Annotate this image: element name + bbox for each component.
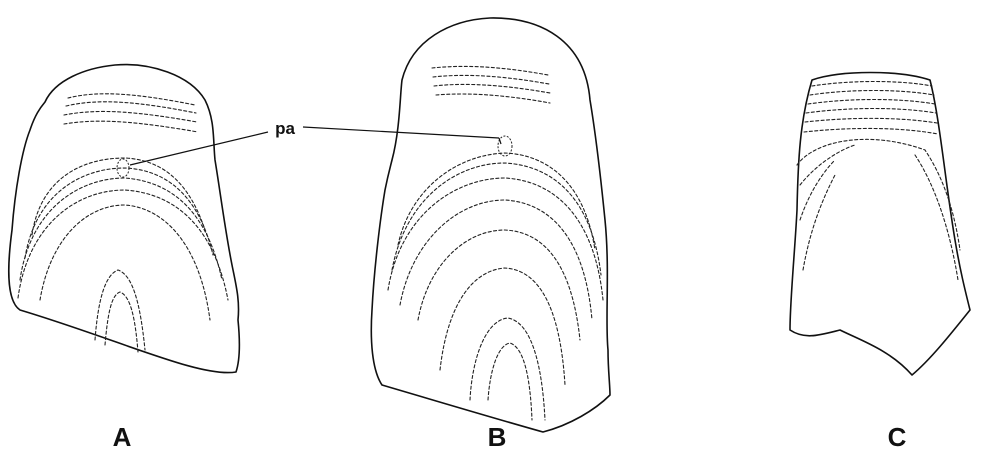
specimen-b-striation xyxy=(434,84,550,93)
specimen-c-striation xyxy=(812,82,932,87)
panel-label-a: A xyxy=(113,422,132,452)
specimen-a-growth-line xyxy=(32,158,205,235)
specimen-c-outline xyxy=(790,73,970,376)
specimen-b-growth-line xyxy=(440,268,565,385)
specimen-b-striation xyxy=(432,66,548,75)
specimen-b-outline xyxy=(371,18,610,432)
specimen-b-striation xyxy=(436,94,550,103)
specimen-a-striation xyxy=(64,111,197,122)
specimen-b xyxy=(371,18,610,432)
specimen-a-striation xyxy=(66,102,196,113)
specimen-c-striation xyxy=(810,91,934,96)
panel-label-b: B xyxy=(488,422,507,452)
specimen-b-growth-line xyxy=(488,343,532,420)
pa-label: pa xyxy=(275,119,295,138)
pa-leader-b xyxy=(303,127,499,138)
specimen-a-growth-line xyxy=(40,205,210,320)
specimen-a-growth-line xyxy=(105,292,138,352)
specimen-a-striation xyxy=(64,121,198,132)
panel-label-c: C xyxy=(888,422,907,452)
specimen-c xyxy=(790,73,970,376)
pa-annotation: pa xyxy=(130,119,501,165)
specimen-b-growth-line xyxy=(398,153,595,250)
specimen-c-striation xyxy=(808,100,935,105)
specimen-a-growth-line xyxy=(20,178,222,280)
specimen-b-growth-line xyxy=(400,200,592,320)
specimen-b-growth-line xyxy=(392,163,601,275)
specimen-a-growth-line xyxy=(18,190,228,300)
specimen-c-growth-line xyxy=(803,175,835,270)
specimen-b-growth-line xyxy=(470,318,545,420)
specimen-c-growth-line xyxy=(800,145,855,185)
specimen-c-striation xyxy=(804,128,938,134)
specimen-c-growth-line xyxy=(800,160,835,220)
specimen-b-striation xyxy=(433,75,549,84)
pa-leader-a xyxy=(130,132,268,165)
specimen-c-striation xyxy=(806,109,936,114)
specimen-c-striation xyxy=(805,118,937,123)
specimen-a xyxy=(9,65,240,373)
